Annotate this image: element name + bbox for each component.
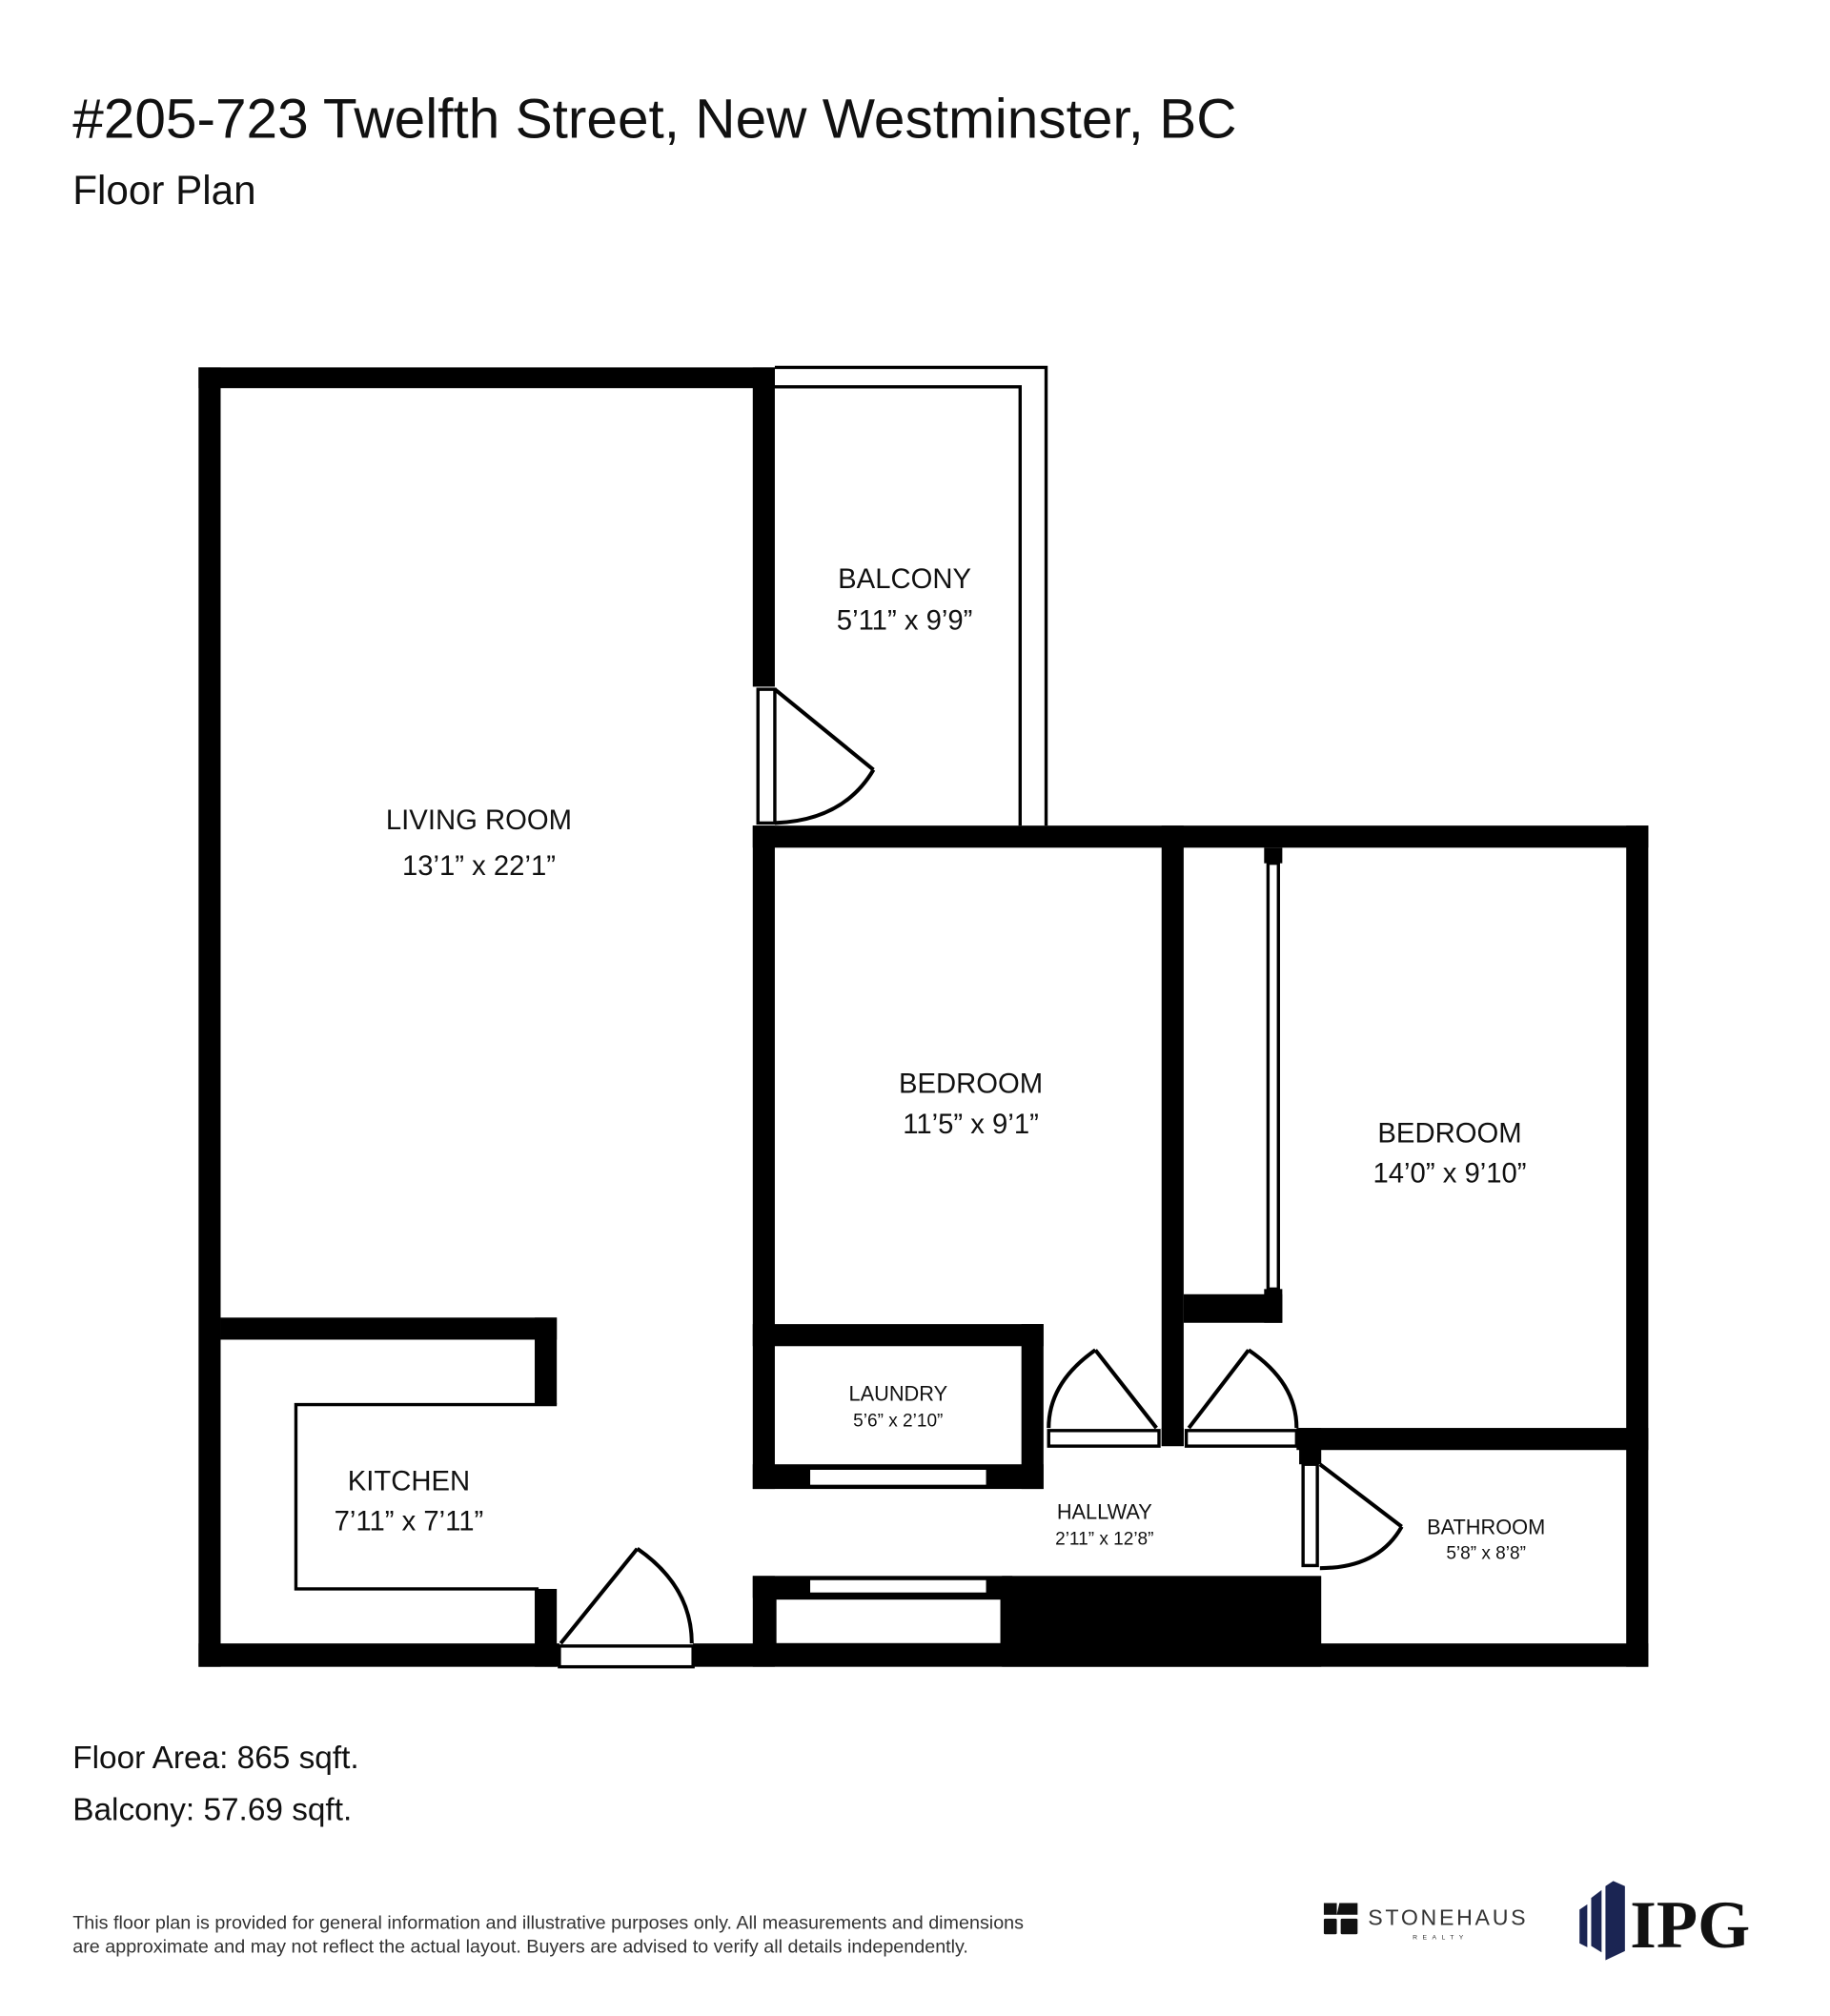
wall-bedroom-bathroom xyxy=(1296,1428,1649,1451)
floor-plan-drawing xyxy=(198,365,1649,1669)
svg-text:LIVING ROOM: LIVING ROOM xyxy=(386,805,572,836)
closet-door-top xyxy=(1264,847,1283,864)
bathroom-door-swing xyxy=(1318,1462,1404,1571)
balcony-area-text: Balcony: 57.69 sqft. xyxy=(72,1792,352,1827)
svg-text:14’0” x 9’10”: 14’0” x 9’10” xyxy=(1373,1159,1527,1190)
room-label-hallway: HALLWAY 2’11” x 12’8” xyxy=(1055,1499,1153,1549)
balcony-door-sill xyxy=(756,687,777,825)
bathroom-door-sill xyxy=(1301,1462,1319,1568)
stonehaus-mark-icon xyxy=(1323,1903,1358,1935)
svg-text:13’1” x 22’1”: 13’1” x 22’1” xyxy=(402,851,556,882)
bedroom2-door-sill xyxy=(1184,1429,1299,1448)
entry-door-swing xyxy=(559,1547,694,1645)
kitchen-counter-stub xyxy=(535,1317,558,1405)
ipg-logo: IPG xyxy=(1579,1881,1750,1963)
disclaimer-line-1: This floor plan is provided for general … xyxy=(72,1913,1024,1934)
wall-bottom-left xyxy=(198,1643,559,1667)
svg-text:BEDROOM: BEDROOM xyxy=(899,1069,1043,1100)
laundry-top-wall xyxy=(752,1324,1044,1347)
bedroom2-door-swing xyxy=(1187,1348,1299,1430)
svg-text:HALLWAY: HALLWAY xyxy=(1057,1499,1152,1523)
page-subtitle: Floor Plan xyxy=(72,168,255,213)
page-title: #205-723 Twelfth Street, New Westminster… xyxy=(72,88,1236,150)
room-label-kitchen: KITCHEN 7’11” x 7’11” xyxy=(335,1466,484,1537)
bedroom1-door-sill xyxy=(1047,1429,1161,1448)
wall-left-exterior xyxy=(198,367,221,1667)
svg-text:BATHROOM: BATHROOM xyxy=(1427,1516,1545,1539)
wall-top-living xyxy=(198,367,775,389)
balcony-door-swing xyxy=(773,687,876,825)
room-label-laundry: LAUNDRY 5’6” x 2’10” xyxy=(848,1381,947,1431)
ipg-wordmark: IPG xyxy=(1630,1888,1750,1963)
stonehaus-name: STONEHAUS xyxy=(1368,1905,1528,1930)
svg-text:7’11” x 7’11”: 7’11” x 7’11” xyxy=(335,1507,484,1537)
wall-right-exterior xyxy=(1626,825,1649,1667)
laundry-right-wall xyxy=(1021,1324,1044,1490)
wall-living-balcony xyxy=(752,367,775,687)
entry-door-sill xyxy=(558,1644,695,1669)
svg-text:BEDROOM: BEDROOM xyxy=(1377,1118,1521,1149)
room-label-living: LIVING ROOM 13’1” x 22’1” xyxy=(386,805,572,882)
room-label-bathroom: BATHROOM 5’8” x 8’8” xyxy=(1427,1516,1545,1564)
laundry-door-sill xyxy=(806,1466,989,1489)
floor-area-text: Floor Area: 865 sqft. xyxy=(72,1741,358,1776)
svg-text:BALCONY: BALCONY xyxy=(838,564,971,595)
disclaimer-line-2: are approximate and may not reflect the … xyxy=(72,1936,968,1957)
stonehaus-logo: STONEHAUS REALTY xyxy=(1323,1903,1528,1942)
closet-door-bottom xyxy=(1264,1289,1283,1323)
closet-shelf xyxy=(773,1596,1004,1647)
stonehaus-tagline: REALTY xyxy=(1413,1935,1469,1942)
ipg-building-icon xyxy=(1579,1881,1625,1961)
balcony-railing xyxy=(774,365,1048,826)
room-label-bedroom-2: BEDROOM 14’0” x 9’10” xyxy=(1373,1118,1527,1189)
svg-text:LAUNDRY: LAUNDRY xyxy=(848,1381,947,1405)
door-post xyxy=(1161,1428,1184,1447)
svg-text:KITCHEN: KITCHEN xyxy=(348,1466,470,1497)
bedroom1-door-swing xyxy=(1047,1348,1158,1430)
room-label-balcony: BALCONY 5’11” x 9’9” xyxy=(837,564,973,637)
kitchen-top-wall xyxy=(220,1317,558,1340)
svg-text:5’6” x 2’10”: 5’6” x 2’10” xyxy=(853,1412,943,1432)
svg-text:5’11” x 9’9”: 5’11” x 9’9” xyxy=(837,606,973,637)
svg-text:5’8” x 8’8”: 5’8” x 8’8” xyxy=(1446,1544,1526,1564)
wall-living-bedroom xyxy=(752,825,775,1490)
wall-top-bedrooms xyxy=(752,825,1649,848)
kitchen-counter xyxy=(294,1402,558,1591)
hallway-closet-sill xyxy=(806,1577,989,1597)
bathroom-wall-upper xyxy=(1299,1428,1322,1465)
room-label-bedroom-1: BEDROOM 11’5” x 9’1” xyxy=(899,1069,1043,1140)
wall-bottom-right xyxy=(693,1643,1649,1667)
svg-text:2’11” x 12’8”: 2’11” x 12’8” xyxy=(1055,1530,1153,1550)
wall-between-bedrooms xyxy=(1161,825,1184,1447)
svg-text:11’5” x 9’1”: 11’5” x 9’1” xyxy=(903,1110,1039,1140)
closet-sliding-door xyxy=(1266,861,1280,1292)
